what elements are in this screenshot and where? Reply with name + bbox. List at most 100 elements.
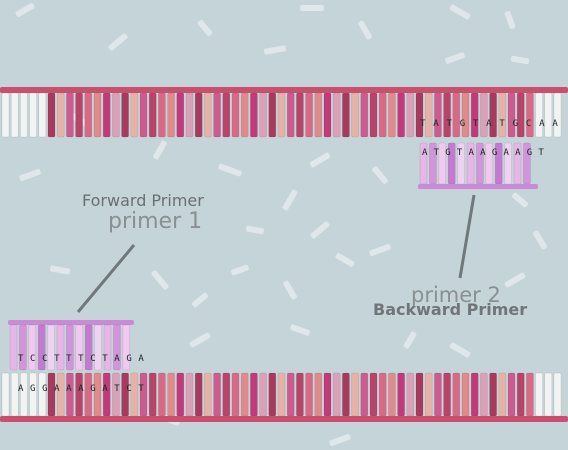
bottom-base-pair (277, 372, 286, 417)
forward-primer-sequence: T C C T T T C T A G A (18, 354, 145, 364)
top-base-pair (553, 92, 562, 138)
bottom-base-pair (231, 372, 240, 417)
top-base-pair (516, 92, 525, 138)
top-base-pair (360, 92, 369, 138)
bottom-base-pair (259, 372, 267, 417)
top-base-pair (323, 92, 332, 138)
top-base-pair (158, 92, 166, 138)
floating-fragment (445, 52, 465, 64)
top-base-pair (351, 92, 359, 138)
top-base-pair (176, 92, 185, 138)
top-base-pair (66, 92, 74, 138)
top-base-pair (93, 92, 102, 138)
floating-fragment (191, 292, 209, 308)
floating-fragment (504, 272, 526, 288)
bottom-base-pair (148, 372, 157, 417)
top-base-pair (10, 92, 19, 138)
top-base-pair (121, 92, 129, 138)
bottom-base-pair (47, 372, 56, 417)
primer-1-pointer-line (76, 244, 136, 313)
bottom-base-pair (489, 372, 497, 417)
forward-primer-base (84, 324, 93, 371)
top-base-pair (148, 92, 157, 138)
top-strand-sequence: T A T G T A T G C A A (420, 119, 559, 129)
top-base-pair (388, 92, 396, 138)
forward-primer-label: Forward Primer (82, 191, 204, 210)
forward-primer-base (37, 324, 46, 371)
floating-fragment (290, 324, 310, 336)
bottom-base-pair (130, 372, 139, 417)
top-base-pair (250, 92, 258, 138)
floating-fragment (504, 11, 516, 29)
top-base-pair (222, 92, 231, 138)
bottom-base-pair (167, 372, 175, 417)
top-base-pair (84, 92, 93, 138)
bottom-base-pair (480, 372, 488, 417)
top-base-pair (305, 92, 313, 138)
top-base-pair (29, 92, 37, 138)
top-base-pair (268, 92, 277, 138)
bottom-base-pair (102, 372, 111, 417)
floating-fragment (19, 168, 41, 182)
floating-fragment (449, 342, 471, 358)
top-dna-strand (0, 87, 568, 138)
top-base-pair (277, 92, 286, 138)
floating-fragment (449, 4, 471, 20)
backward-primer-strand (418, 142, 538, 189)
floating-fragment (372, 166, 388, 184)
floating-fragment (403, 331, 417, 349)
bottom-base-pair (553, 372, 562, 417)
bottom-base-pair (434, 372, 442, 417)
bottom-base-pair (332, 372, 341, 417)
top-base-pair (185, 92, 194, 138)
floating-fragment (108, 33, 128, 51)
top-base-pair (342, 92, 350, 138)
top-base-pair (480, 92, 488, 138)
floating-fragment (245, 225, 265, 235)
floating-fragment (309, 152, 331, 168)
top-base-pair (461, 92, 470, 138)
floating-fragment (369, 243, 391, 257)
top-base-pair (204, 92, 212, 138)
top-base-pair (332, 92, 341, 138)
bottom-base-pair (305, 372, 313, 417)
bottom-base-pair (121, 372, 129, 417)
forward-primer-strand (8, 320, 134, 371)
top-base-pair (38, 92, 47, 138)
bottom-base-pair (213, 372, 221, 417)
bottom-base-pair (56, 372, 65, 417)
top-base-pair (397, 92, 405, 138)
top-strand-backbone (0, 87, 568, 93)
top-base-pair (424, 92, 433, 138)
bottom-base-pair (75, 372, 83, 417)
bottom-base-pair (158, 372, 166, 417)
forward-primer-base (56, 324, 65, 371)
top-base-pair (20, 92, 28, 138)
top-base-pair (369, 92, 378, 138)
top-base-pair (75, 92, 83, 138)
bottom-base-pair (369, 372, 378, 417)
bottom-base-pair (185, 372, 194, 417)
bottom-base-pair (268, 372, 277, 417)
top-base-pair (213, 92, 221, 138)
top-base-pair (434, 92, 442, 138)
bottom-base-pair (516, 372, 525, 417)
forward-primer-base (122, 324, 131, 371)
top-base-pair (47, 92, 56, 138)
floating-fragment (282, 189, 298, 211)
top-base-pair (194, 92, 203, 138)
top-base-pair (415, 92, 424, 138)
bottom-base-pair (10, 372, 19, 417)
bottom-base-pair (93, 372, 102, 417)
bottom-base-pair (84, 372, 93, 417)
forward-primer-base (66, 324, 74, 371)
bottom-base-pair (397, 372, 405, 417)
top-base-pair (507, 92, 516, 138)
top-base-pair (102, 92, 111, 138)
floating-fragment (153, 140, 167, 160)
bottom-base-pair (222, 372, 231, 417)
floating-fragment (511, 192, 529, 208)
top-base-pair (378, 92, 387, 138)
floating-fragment (283, 280, 297, 300)
